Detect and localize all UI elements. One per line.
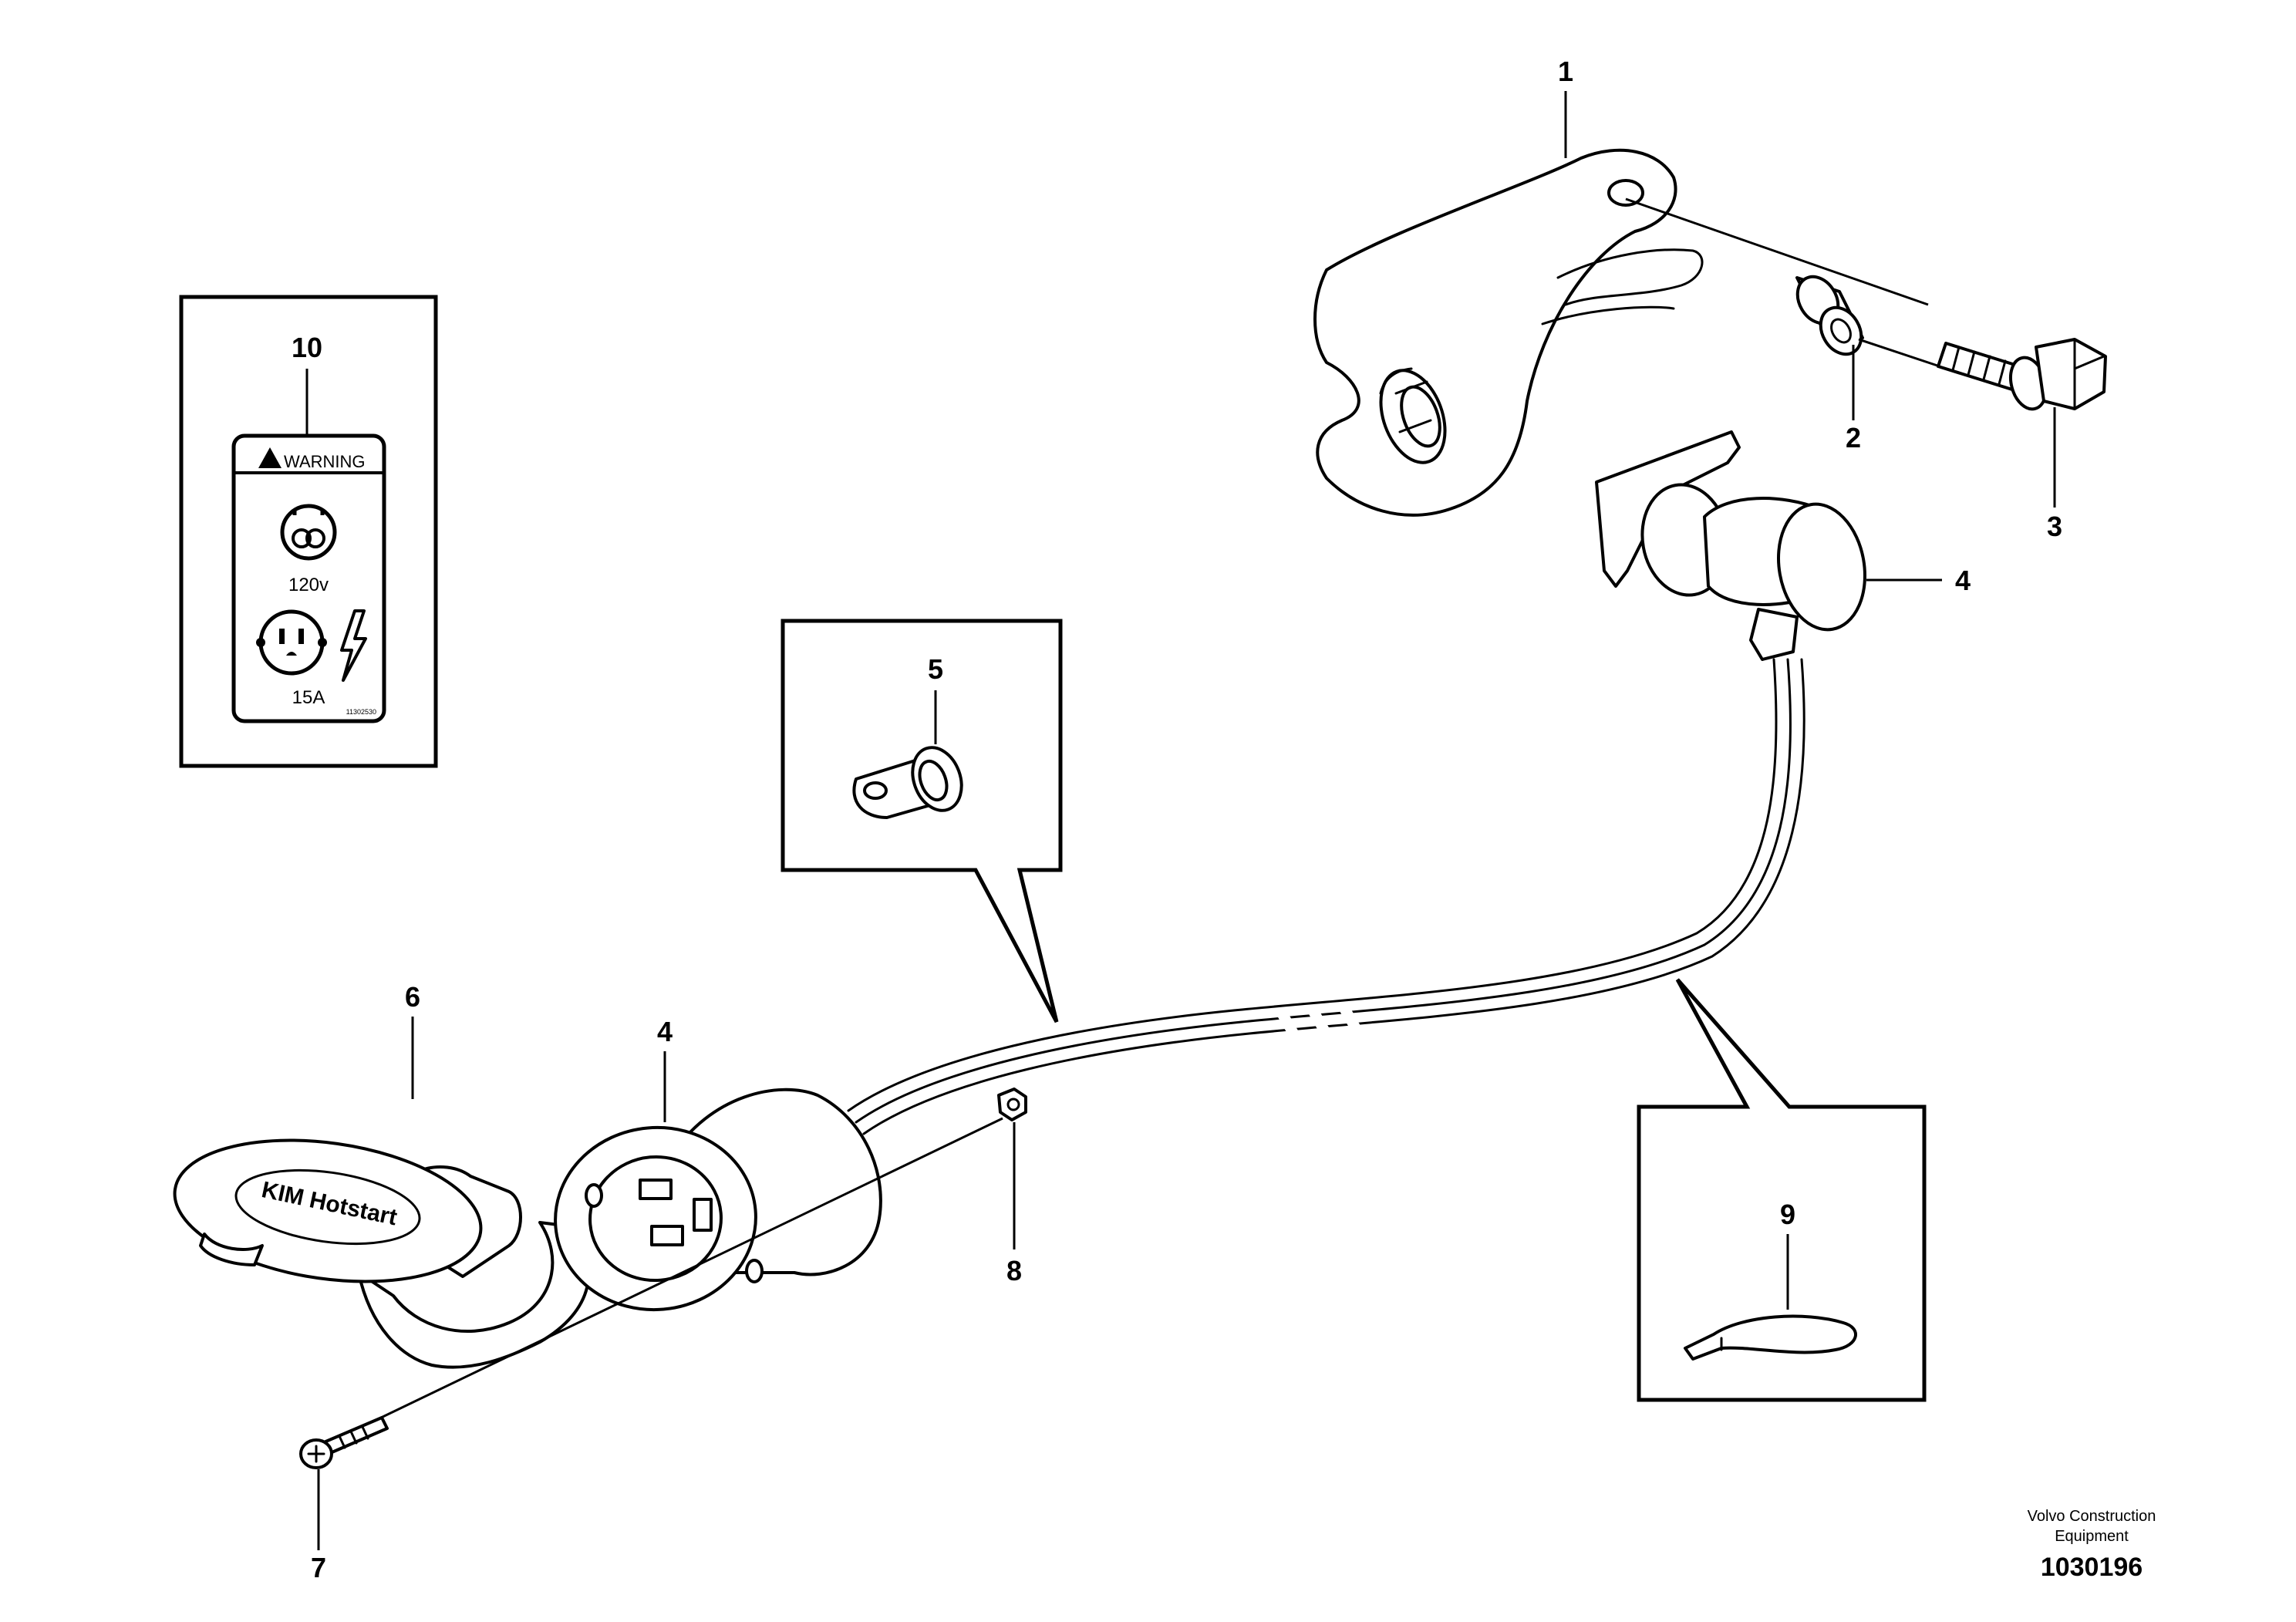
flange-bolt: [1937, 338, 2107, 411]
p-clip: [852, 746, 963, 819]
electric-shock-icon: [340, 609, 367, 682]
inlet-plug-upper: [1595, 430, 1867, 661]
callout-5: 5: [928, 653, 943, 685]
inset-box-warning-label: 10 WARNING 120v 15A 11302530: [179, 295, 438, 768]
cable-tie: [1684, 1314, 1857, 1361]
warning-triangle-icon: [258, 447, 282, 468]
plug-cover-cap: KIM Hotstart: [173, 1138, 591, 1369]
callout-3: 3: [2047, 511, 2062, 542]
decal-part-code: 11302530: [346, 708, 376, 716]
amperage-text: 15A: [292, 687, 325, 708]
callout-1: 1: [1558, 56, 1573, 87]
power-outlet-icon: [256, 609, 327, 676]
callout-8: 8: [1006, 1255, 1022, 1286]
mounting-bracket: [1313, 148, 1704, 517]
inset-box-p-clip: 5: [781, 619, 1063, 1023]
screw: [299, 1416, 389, 1469]
inset-box-cable-tie: 9: [1637, 978, 1927, 1402]
callout-10: 10: [292, 332, 322, 363]
receptacle-lower: [554, 1088, 882, 1312]
cable: [847, 658, 1805, 1135]
voltage-text: 120v: [288, 575, 329, 595]
company-name-line2: Equipment: [2055, 1528, 2129, 1545]
heater-element-icon: [280, 504, 337, 561]
warning-heading: WARNING: [284, 452, 366, 471]
callout-4-lower: 4: [657, 1016, 673, 1047]
callout-4-upper: 4: [1955, 565, 1971, 596]
callout-2: 2: [1846, 422, 1861, 454]
callout-6: 6: [405, 981, 420, 1013]
hex-nut: [997, 1088, 1027, 1121]
callout-9: 9: [1780, 1199, 1795, 1230]
callout-7: 7: [311, 1552, 326, 1583]
spacer-sleeve: [1795, 275, 1864, 356]
company-name-line1: Volvo Construction: [2028, 1508, 2156, 1525]
drawing-number: 1030196: [2041, 1553, 2143, 1582]
